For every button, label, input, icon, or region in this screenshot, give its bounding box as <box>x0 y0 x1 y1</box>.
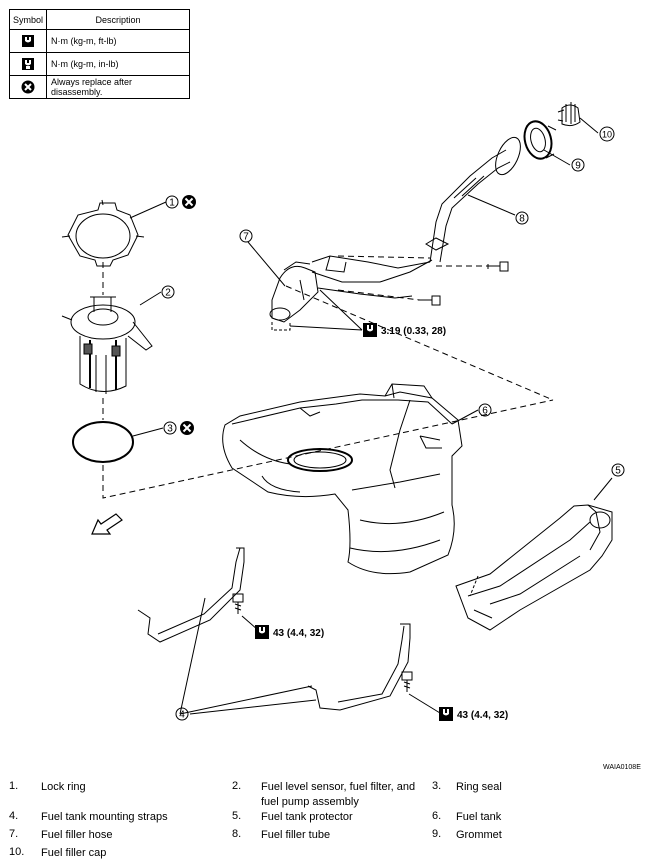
leader-line-3 <box>132 427 164 437</box>
leader-line-9 <box>543 149 571 166</box>
callout-5: 5 <box>615 466 621 477</box>
callout-8: 8 <box>519 214 525 225</box>
part-number: 7. <box>9 828 19 840</box>
callout-3: 3 <box>167 424 173 435</box>
front-direction-arrow <box>91 513 123 535</box>
part-number: 8. <box>232 828 242 840</box>
always-replace-icon <box>181 194 197 210</box>
part-name: Lock ring <box>41 781 86 793</box>
ring-seal-drawing <box>72 421 134 463</box>
leader-line-5 <box>593 477 613 501</box>
part-number: 1. <box>9 780 19 792</box>
mounting-straps-drawing <box>137 547 411 711</box>
part-name: Fuel filler hose <box>41 829 113 841</box>
fuel-tank-exploded-diagram: 1 2 3 4 5 6 7 8 9 10 3.19 (0.33, 28) 43 … <box>61 102 625 721</box>
part-number: 4. <box>9 810 19 822</box>
legend-row: Always replace after disassembly. <box>9 75 190 99</box>
part-number: 2. <box>232 780 242 792</box>
part-name: Fuel tank mounting straps <box>41 811 168 823</box>
leader-line-torque-filler <box>289 289 363 331</box>
leader-line-10 <box>579 117 599 134</box>
leader-line-torque-right <box>408 693 441 714</box>
lock-ring-drawing <box>61 199 145 267</box>
part-name: Ring seal <box>456 781 502 793</box>
symbol-legend-table: Symbol Description N·m (kg-m, ft-lb) N·m… <box>9 9 190 99</box>
leader-line-8 <box>467 194 516 216</box>
fuel-tank-protector-drawing <box>455 504 613 631</box>
part-number: 10. <box>9 846 25 858</box>
callout-9: 9 <box>575 161 581 172</box>
fuel-filler-tube-drawing <box>425 136 521 263</box>
torque-wrench-icon <box>255 625 269 639</box>
torque-wrench-icon <box>363 323 377 337</box>
part-number: 5. <box>232 810 242 822</box>
torque-value-strap-right: 43 (4.4, 32) <box>457 710 508 721</box>
leader-line-1 <box>129 201 167 219</box>
part-number: 3. <box>432 780 442 792</box>
torque-wrench-ft-lb-icon <box>22 35 34 47</box>
callout-10: 10 <box>602 130 612 140</box>
callout-1: 1 <box>169 198 175 209</box>
part-number: 9. <box>432 828 442 840</box>
leader-line-4 <box>179 597 317 715</box>
always-replace-icon <box>21 80 35 94</box>
legend-row: N·m (kg-m, in-lb) <box>9 52 190 76</box>
part-name: Fuel tank protector <box>261 811 353 823</box>
legend-description: N·m (kg-m, in-lb) <box>46 52 190 76</box>
part-name: Fuel tank <box>456 811 502 823</box>
bolt-drawing <box>232 593 413 692</box>
bolt-drawing <box>418 261 509 306</box>
fuel-pump-assembly-drawing <box>61 296 153 394</box>
callout-7: 7 <box>243 232 249 243</box>
part-name: Grommet <box>456 829 502 841</box>
legend-header-row: Symbol Description <box>9 9 190 30</box>
torque-wrench-in-lb-icon <box>22 58 34 70</box>
callout-4: 4 <box>179 710 185 721</box>
always-replace-icon <box>179 420 195 436</box>
part-name: Fuel filler cap <box>41 847 107 859</box>
leader-line-2 <box>139 291 162 306</box>
fuel-tank-drawing <box>222 383 463 575</box>
part-number: 6. <box>432 810 442 822</box>
fuel-filler-cap-drawing <box>557 102 581 127</box>
torque-wrench-icon <box>439 707 453 721</box>
torque-value-strap-left: 43 (4.4, 32) <box>273 628 324 639</box>
leader-line-7 <box>247 241 286 287</box>
grommet-drawing <box>523 120 557 160</box>
fuel-filler-hose-drawing <box>269 255 433 331</box>
figure-code: WAIA0108E <box>603 764 641 771</box>
callout-2: 2 <box>165 288 171 299</box>
callout-6: 6 <box>482 406 488 417</box>
part-name: Fuel level sensor, fuel filter, and fuel… <box>261 781 416 808</box>
legend-description: Always replace after disassembly. <box>46 75 190 99</box>
part-name: Fuel filler tube <box>261 829 331 841</box>
leader-line-6 <box>451 409 479 425</box>
torque-value-filler-tube: 3.19 (0.33, 28) <box>381 326 446 337</box>
